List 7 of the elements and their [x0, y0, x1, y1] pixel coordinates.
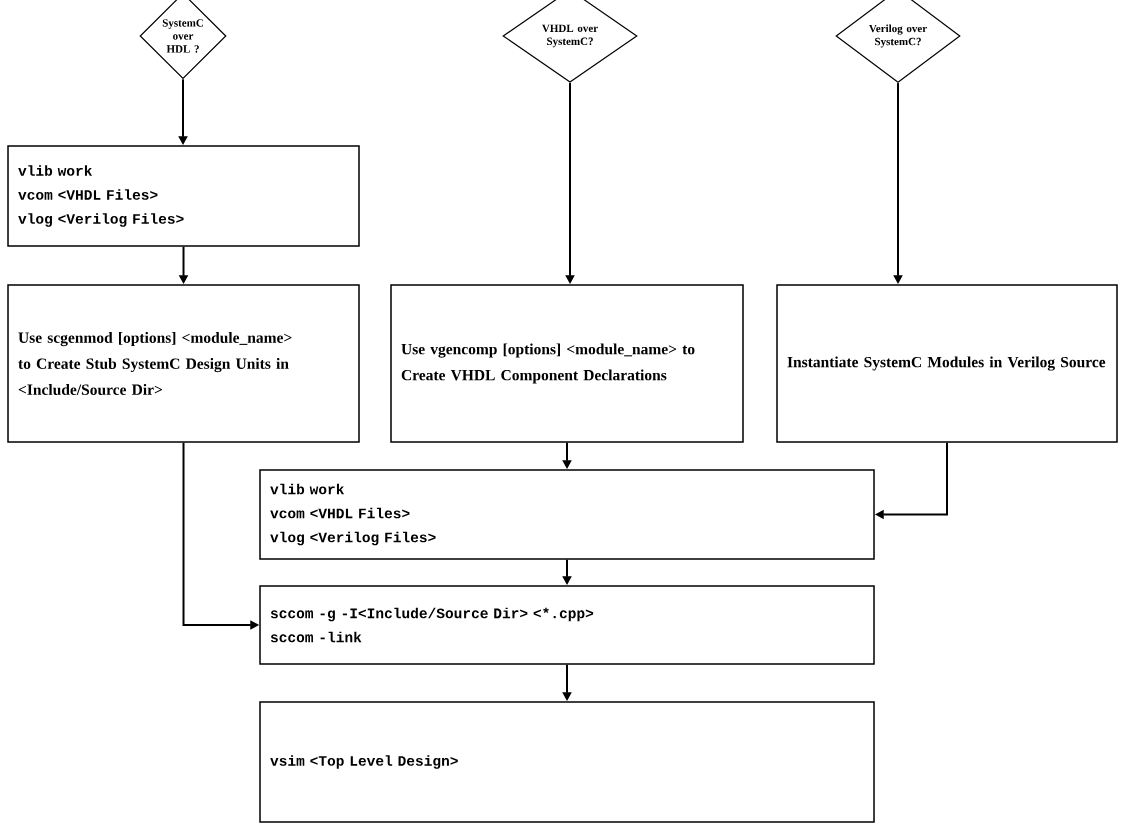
command-box: vsim <Top Level Design>: [259, 701, 875, 823]
command-box: vlib work vcom <VHDL Files> vlog <Verilog Files>: [259, 469, 875, 560]
command-box: sccom -g -I<Include/Source Dir> <*.cpp> sccom -link: [259, 585, 875, 665]
command-box: vlib work vcom <VHDL Files> vlog <Verilog Files>: [7, 145, 360, 247]
process-box: Use vgencomp [options] <module_name> to Create VHDL Component Declarations: [390, 284, 744, 443]
process-box: Instantiate SystemC Modules in Verilog Source: [776, 284, 1118, 443]
process-box: Use scgenmod [options] <module_name> to Create Stub SystemC Design Units in <Include/Source Dir>: [7, 284, 360, 443]
